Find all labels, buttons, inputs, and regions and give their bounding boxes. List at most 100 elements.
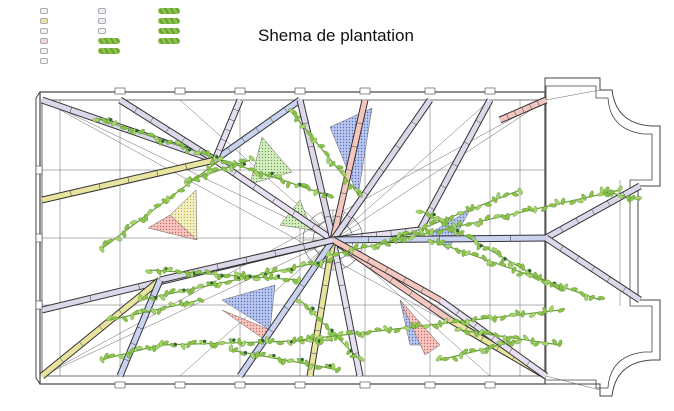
vine-leaf xyxy=(422,223,428,231)
beam-segment xyxy=(506,113,510,120)
vine-leaf xyxy=(468,348,477,353)
beam xyxy=(213,157,335,243)
legend-item xyxy=(158,18,182,24)
beam-segment xyxy=(138,283,140,290)
vine-leaf xyxy=(617,193,624,199)
vine-leaf xyxy=(484,214,490,222)
vine-leaf xyxy=(357,190,363,198)
beam-segment xyxy=(224,128,231,132)
vine-leaf xyxy=(223,273,231,279)
vine-leaf xyxy=(514,339,522,345)
vine-leaf xyxy=(213,341,219,349)
beam-segment xyxy=(575,217,580,224)
beam-segment xyxy=(98,183,101,190)
beam-segment xyxy=(463,141,470,146)
vine-leaf xyxy=(355,330,361,337)
vine-leaf xyxy=(484,346,489,354)
vine-leaf xyxy=(559,282,564,291)
vine-leaf xyxy=(203,172,208,181)
vine-leaf xyxy=(493,332,500,339)
vine-leaf xyxy=(332,252,340,257)
vine-flower xyxy=(528,269,532,273)
vine-flower xyxy=(261,339,265,343)
plant-swatch-icon xyxy=(40,58,48,64)
vine-leaf xyxy=(511,335,520,340)
column-markers xyxy=(35,87,496,389)
beam-segment xyxy=(303,243,306,250)
beam-segment xyxy=(245,256,248,264)
beam-segment xyxy=(343,307,350,309)
vine-flower xyxy=(503,257,507,261)
beam-segment xyxy=(313,169,320,171)
vine-leaf xyxy=(576,198,584,204)
beam-segment xyxy=(324,215,331,218)
vine-leaf xyxy=(159,294,166,301)
vine-leaf xyxy=(299,124,307,129)
vine-leaf xyxy=(526,273,533,279)
vine-leaf xyxy=(145,345,152,351)
legend-item xyxy=(40,58,50,64)
legend-item xyxy=(40,38,50,44)
column-marker-top xyxy=(484,87,496,95)
beam xyxy=(331,236,442,304)
vine-leaf xyxy=(120,125,128,130)
vine-leaf xyxy=(304,359,309,367)
vine-leaf xyxy=(541,341,549,346)
beam-segment xyxy=(351,145,358,148)
vine-leaf xyxy=(313,188,319,197)
vine-leaf xyxy=(441,356,449,361)
vine-leaf xyxy=(393,328,401,334)
vine-leaf xyxy=(471,252,479,257)
vine-leaf xyxy=(294,115,300,123)
vine-leaf xyxy=(315,365,323,370)
beam xyxy=(329,99,369,241)
beam-segment xyxy=(232,170,237,177)
vine-leaf xyxy=(512,210,519,217)
vine-leaf xyxy=(122,315,128,323)
beam-segment xyxy=(59,357,64,363)
beam-segment xyxy=(345,169,353,171)
vine-flower xyxy=(479,244,483,248)
vine-leaf xyxy=(418,227,424,235)
beam-segment xyxy=(536,100,540,107)
vine-flower xyxy=(154,296,158,300)
vine-leaf xyxy=(277,356,283,364)
column-marker-bottom xyxy=(359,381,371,389)
vine-leaf xyxy=(164,289,169,298)
column-marker-top xyxy=(234,87,246,95)
vine-leaf xyxy=(432,323,439,330)
beam-segment xyxy=(283,107,288,113)
vine-leaf xyxy=(280,268,288,273)
vine-leaf xyxy=(247,342,255,347)
vine-leaf xyxy=(325,250,332,257)
vine-leaf xyxy=(511,266,517,274)
vine-leaf xyxy=(383,242,392,247)
beam-segment xyxy=(402,277,407,283)
vine-flower xyxy=(311,307,315,311)
vine-flower xyxy=(161,139,165,143)
vine-leaf xyxy=(560,197,566,206)
plant-swatch-icon xyxy=(40,38,48,44)
beam xyxy=(211,98,244,162)
vine-leaf xyxy=(296,276,301,284)
beam-segment xyxy=(452,163,458,167)
vine-leaf xyxy=(570,287,578,292)
vine-leaf xyxy=(374,243,382,248)
vine-leaf xyxy=(237,337,242,346)
vine-leaf xyxy=(488,344,495,350)
beam-segment xyxy=(529,103,533,110)
vine-leaf xyxy=(274,174,283,179)
vine-leaf xyxy=(111,316,119,321)
beam-segment xyxy=(390,230,392,237)
beam-segment xyxy=(311,223,316,230)
beam-segment xyxy=(232,108,239,112)
vine-leaf xyxy=(436,229,444,235)
legend-item xyxy=(40,8,50,14)
vine-leaf xyxy=(510,339,515,347)
beam-segment xyxy=(314,329,321,332)
vine-leaf xyxy=(174,269,183,274)
vine-leaf xyxy=(496,341,505,346)
vine-leaf xyxy=(317,144,326,149)
vine-leaf xyxy=(552,283,560,289)
beam xyxy=(116,278,164,378)
